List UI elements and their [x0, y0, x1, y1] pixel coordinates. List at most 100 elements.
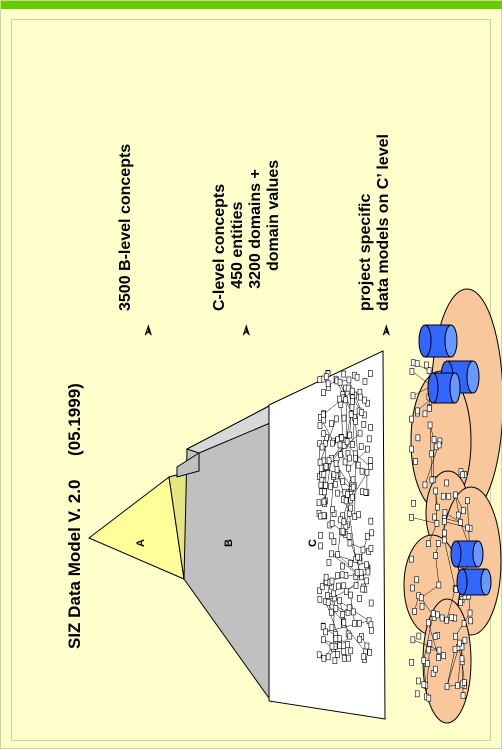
entity-box [360, 409, 364, 415]
entity-box [431, 611, 435, 617]
layer-c-label: C [307, 539, 319, 547]
entity-box [369, 464, 373, 470]
project-models [404, 289, 502, 723]
entity-box [347, 605, 351, 611]
entity-box [428, 422, 432, 428]
entity-box [416, 435, 420, 441]
bullet-line: 450 entities [229, 202, 246, 311]
entity-box [435, 520, 439, 526]
entity-box [336, 552, 340, 558]
entity-box [349, 648, 353, 654]
entity-box [457, 640, 461, 646]
entity-box [363, 378, 367, 384]
bullet-marker-icon: ➢ [139, 324, 157, 337]
entity-box [459, 600, 463, 606]
entity-box [358, 430, 362, 436]
entity-box [427, 406, 431, 412]
entity-box [369, 627, 373, 633]
entity-box [342, 619, 346, 625]
entity-box [429, 451, 433, 457]
entity-box [338, 379, 342, 385]
entity-box [348, 592, 352, 598]
entity-box [360, 468, 364, 474]
entity-box [435, 504, 439, 510]
bullet-line: data models on C’ level [375, 134, 392, 311]
entity-box [365, 446, 369, 452]
entity-box [340, 563, 344, 569]
entity-box [346, 642, 350, 648]
entity-box [344, 588, 348, 594]
entity-box [338, 442, 342, 448]
entity-box [332, 539, 336, 545]
entity-box [334, 636, 338, 642]
entity-box [341, 583, 345, 589]
entity-box [422, 682, 426, 688]
entity-box [334, 461, 338, 467]
entity-box [412, 608, 416, 614]
entity-box [322, 655, 326, 661]
entity-box [351, 441, 355, 447]
entity-box [423, 411, 427, 417]
entity-box [355, 374, 359, 380]
entity-box [415, 577, 419, 583]
entity-box [317, 500, 321, 506]
entity-box [411, 637, 415, 643]
entity-box [370, 530, 374, 536]
entity-box [343, 459, 347, 465]
entity-box [334, 416, 338, 422]
entity-box [357, 512, 361, 518]
entity-box [409, 514, 413, 520]
entity-box [416, 678, 420, 684]
entity-box [353, 620, 357, 626]
entity-box [368, 371, 372, 377]
entity-box [461, 508, 465, 514]
entity-box [453, 633, 457, 639]
entity-box [326, 654, 330, 660]
entity-box [362, 421, 366, 427]
entity-box [433, 666, 437, 672]
entity-box [351, 609, 355, 615]
entity-box [369, 518, 373, 524]
entity-box [442, 653, 446, 659]
entity-box [326, 381, 330, 387]
entity-box [357, 620, 361, 626]
entity-box [465, 498, 469, 504]
entity-box [412, 500, 416, 506]
entity-box [466, 525, 470, 531]
entity-box [349, 560, 353, 566]
entity-box [468, 610, 472, 616]
entity-box [356, 462, 360, 468]
entity-box [430, 477, 434, 483]
entity-box [367, 436, 371, 442]
entity-box [362, 397, 366, 403]
entity-box [321, 390, 325, 396]
entity-box [322, 458, 326, 464]
entity-box [447, 493, 451, 499]
entity-box [426, 647, 430, 653]
entity-box [409, 416, 413, 422]
entity-box [365, 643, 369, 649]
entity-box [410, 446, 414, 452]
entity-box [453, 646, 457, 652]
entity-box [354, 582, 358, 588]
entity-box [336, 490, 340, 496]
bullet-line: domain values [265, 160, 282, 311]
entity-box [442, 519, 446, 525]
entity-box [415, 360, 419, 366]
entity-box [368, 649, 372, 655]
entity-box [348, 633, 352, 639]
entity-box [361, 547, 365, 553]
entity-box [347, 377, 351, 383]
entity-box [444, 480, 448, 486]
entity-box [330, 625, 334, 631]
layer-c [269, 351, 385, 719]
slide-title: SIZ Data Model V. 2.0 (05.1999) [65, 383, 85, 649]
database-icon [457, 569, 491, 595]
entity-box [350, 388, 354, 394]
entity-box [442, 537, 446, 543]
entity-box [355, 570, 359, 576]
entity-box [338, 396, 342, 402]
entity-box [347, 533, 351, 539]
entity-box [323, 489, 327, 495]
